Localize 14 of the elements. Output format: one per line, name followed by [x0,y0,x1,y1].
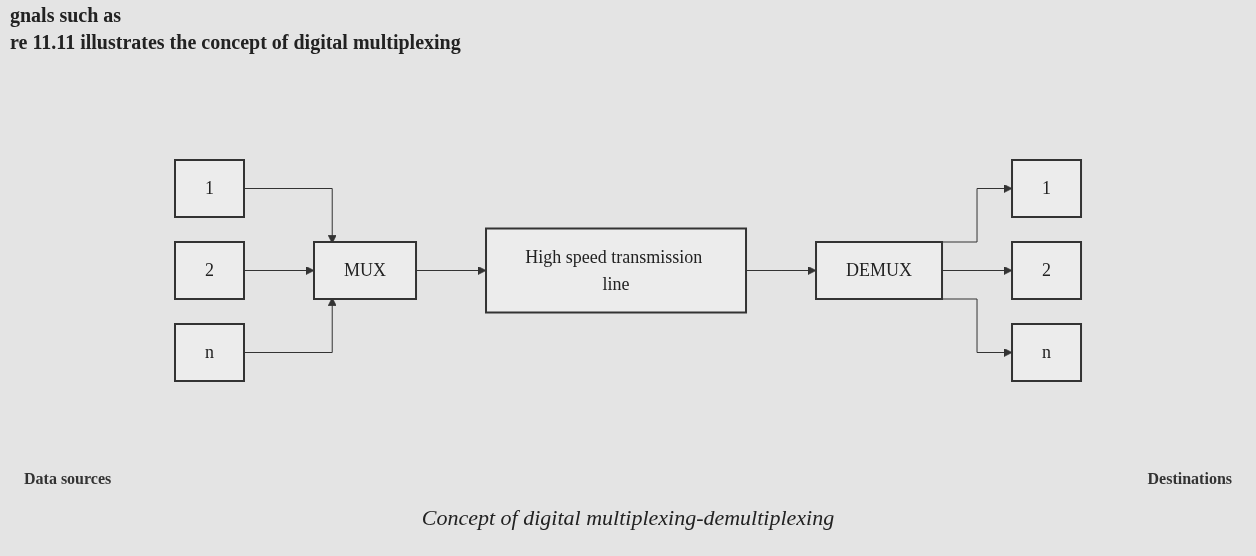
group-label: Data sources [24,470,112,488]
node-box: DEMUX [815,240,943,300]
figure-caption: Concept of digital multiplexing-demultiplexing [420,505,836,531]
node-box: High speed transmission line [485,227,747,313]
node-box: n [174,322,245,382]
node-box: MUX [313,240,417,300]
node-box: 1 [174,158,245,218]
node-box: n [1011,322,1082,382]
node-box: 2 [1011,240,1082,300]
node-box: 1 [1011,158,1082,218]
body-text: re 11.11 illustrates the concept of digital multiplexing [10,31,461,54]
body-text: gnals such as [10,4,123,27]
group-label: Destinations [1147,470,1232,488]
node-box: 2 [174,240,245,300]
